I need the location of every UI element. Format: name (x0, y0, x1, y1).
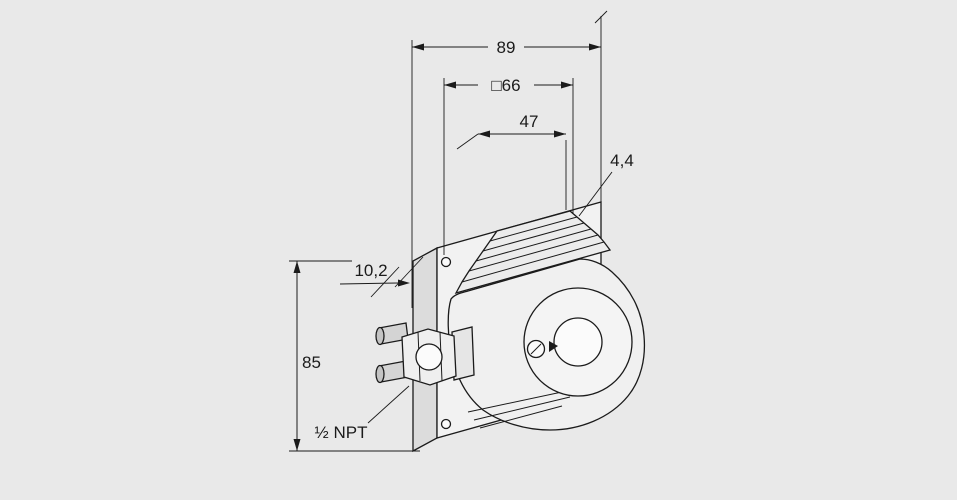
thread-bore (415, 343, 443, 371)
knob (553, 317, 603, 367)
dimension-center-offset: 47 (456, 112, 567, 210)
mount-hole-top-left (440, 256, 452, 268)
dimension-mount-square: □66 (443, 76, 574, 255)
dim-overall-width-label: 89 (497, 38, 516, 57)
front-dial (523, 287, 633, 397)
dimension-overall-height: 85 (289, 260, 420, 452)
dimension-overall-width: 89 (411, 10, 608, 308)
dimension-thread: ½ NPT (315, 385, 410, 442)
hex-nut (401, 328, 457, 386)
dim-overall-height-label: 85 (302, 353, 321, 372)
dim-thread-label: ½ NPT (315, 423, 368, 442)
dim-plate-thickness-label: 10,2 (354, 261, 387, 280)
pointer-triangle-icon (549, 341, 558, 352)
dimension-plate-thickness: 10,2 (339, 256, 424, 298)
pipe-fitting (375, 322, 475, 386)
dimension-hole-diameter: 4,4 (578, 151, 634, 217)
dim-mount-square-label: □66 (491, 76, 520, 95)
mount-hole-bottom-left (440, 418, 452, 430)
top-fin-stack (454, 210, 612, 295)
dim-center-offset-label: 47 (520, 112, 539, 131)
pressure-port-lower (375, 360, 409, 384)
dim-hole-diameter-label: 4,4 (610, 151, 634, 170)
